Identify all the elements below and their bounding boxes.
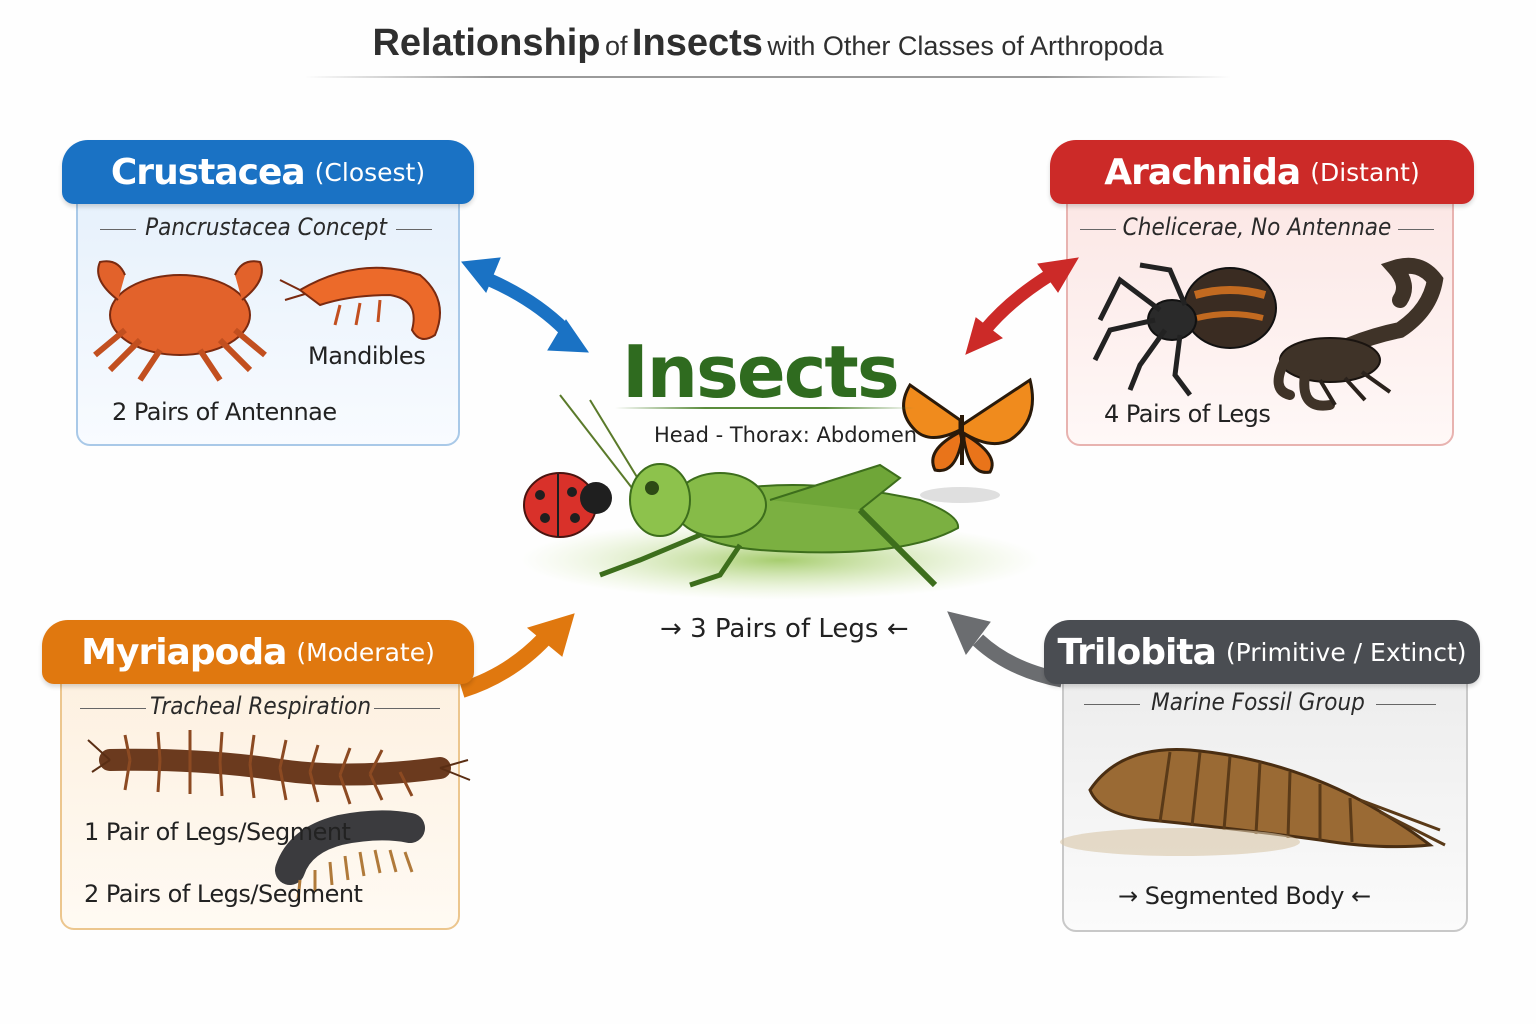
trilobita-label-segmented: → Segmented Body ←	[1118, 882, 1371, 910]
insects-title-underline	[615, 407, 915, 409]
trilobita-name: Trilobita	[1057, 631, 1216, 673]
crustacea-subtitle: Pancrustacea Concept	[145, 213, 387, 241]
ladybug-icon	[523, 472, 612, 538]
arachnida-header: Arachnida (Distant)	[1050, 140, 1474, 204]
myriapoda-label-one-pair: 1 Pair of Legs/Segment	[84, 818, 351, 846]
arachnida-subtitle-rule-left	[1080, 229, 1116, 230]
crustacea-qualifier: (Closest)	[314, 157, 426, 187]
arachnida-arrow	[965, 257, 1079, 355]
scorpion-icon	[1273, 257, 1444, 411]
insects-legs-label: → 3 Pairs of Legs ←	[660, 614, 909, 644]
page-title: Relationship of Insects with Other Class…	[0, 22, 1536, 65]
grasshopper-icon	[559, 394, 960, 588]
insects-title: Insects	[622, 330, 900, 414]
myriapoda-qualifier: (Moderate)	[296, 637, 435, 667]
myriapoda-subtitle-rule-left	[80, 708, 146, 709]
crustacea-header: Crustacea (Closest)	[62, 140, 474, 204]
crustacea-label-antennae: 2 Pairs of Antennae	[112, 398, 337, 426]
crab-icon	[93, 260, 267, 382]
myriapoda-arrow	[459, 613, 575, 698]
myriapoda-subtitle-rule-right	[374, 708, 440, 709]
myriapoda-header: Myriapoda (Moderate)	[42, 620, 474, 684]
arachnida-label-legs: 4 Pairs of Legs	[1104, 400, 1271, 428]
trilobita-qualifier: (Primitive / Extinct)	[1225, 637, 1467, 667]
crustacea-subtitle-rule-left	[100, 229, 136, 230]
title-underline	[305, 76, 1231, 78]
title-word-relationship: Relationship	[372, 22, 601, 64]
title-word-insects: Insects	[631, 22, 763, 64]
crustacea-name: Crustacea	[110, 151, 306, 193]
title-rest: with Other Classes of Arthropoda	[767, 31, 1164, 61]
trilobita-subtitle: Marine Fossil Group	[1151, 688, 1365, 716]
title-word-of: of	[604, 31, 628, 61]
insects-legs-text: 3 Pairs of Legs	[690, 614, 879, 644]
trilobita-subtitle-rule-left	[1084, 704, 1140, 705]
trilobita-header: Trilobita (Primitive / Extinct)	[1044, 620, 1480, 684]
millipede-icon	[275, 810, 425, 901]
spider-icon	[1092, 262, 1277, 397]
arachnida-subtitle-rule-right	[1398, 229, 1434, 230]
butterfly-icon	[902, 377, 1034, 474]
crustacea-subtitle-rule-right	[396, 229, 432, 230]
butterfly-shadow	[920, 487, 1000, 503]
trilobita-label-text: Segmented Body	[1144, 882, 1345, 910]
crustacea-arrow	[461, 257, 589, 353]
crustacea-label-mandibles: Mandibles	[308, 342, 426, 370]
shrimp-icon	[279, 266, 441, 340]
centipede-icon	[87, 730, 471, 805]
myriapoda-label-two-pairs: 2 Pairs of Legs/Segment	[84, 880, 363, 908]
insects-body-parts: Head - Thorax: Abdomen	[654, 423, 918, 447]
arachnida-name: Arachnida	[1104, 151, 1301, 193]
arachnida-qualifier: (Distant)	[1310, 157, 1420, 187]
trilobita-subtitle-rule-right	[1376, 704, 1436, 705]
arachnida-subtitle: Chelicerae, No Antennae	[1122, 213, 1392, 241]
myriapoda-subtitle: Tracheal Respiration	[150, 692, 372, 720]
trilobite-icon	[1060, 748, 1446, 856]
myriapoda-name: Myriapoda	[81, 631, 287, 673]
